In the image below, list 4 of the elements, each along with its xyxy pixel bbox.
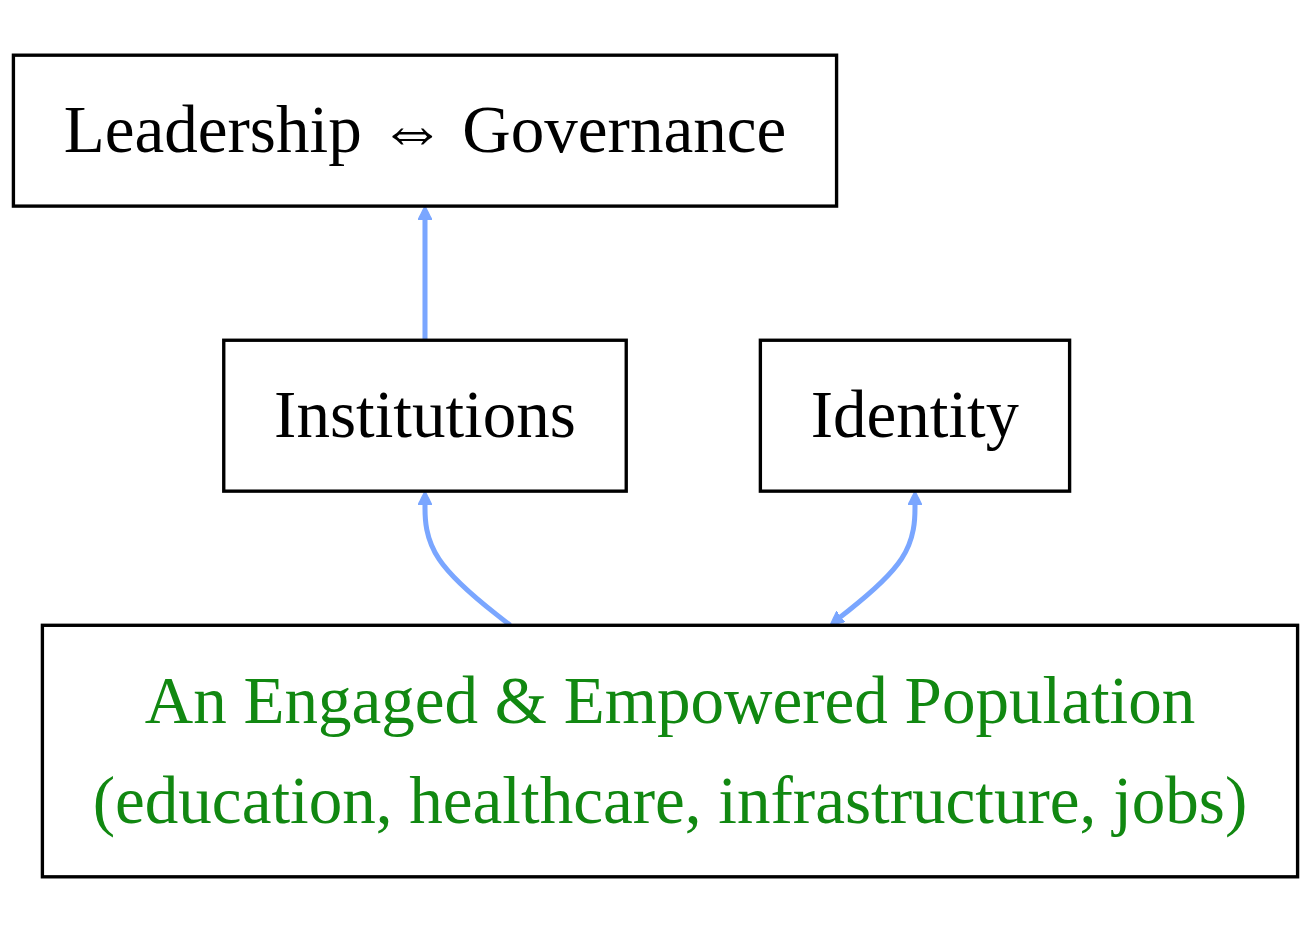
node-box: Institutions — [222, 338, 628, 493]
node-box: Leadership ⇔ Governance — [11, 53, 839, 208]
node-box: An Engaged & Empowered Population (education, healthcare, infrastructure, jobs) — [40, 623, 1300, 879]
node-box: Identity — [758, 338, 1072, 493]
